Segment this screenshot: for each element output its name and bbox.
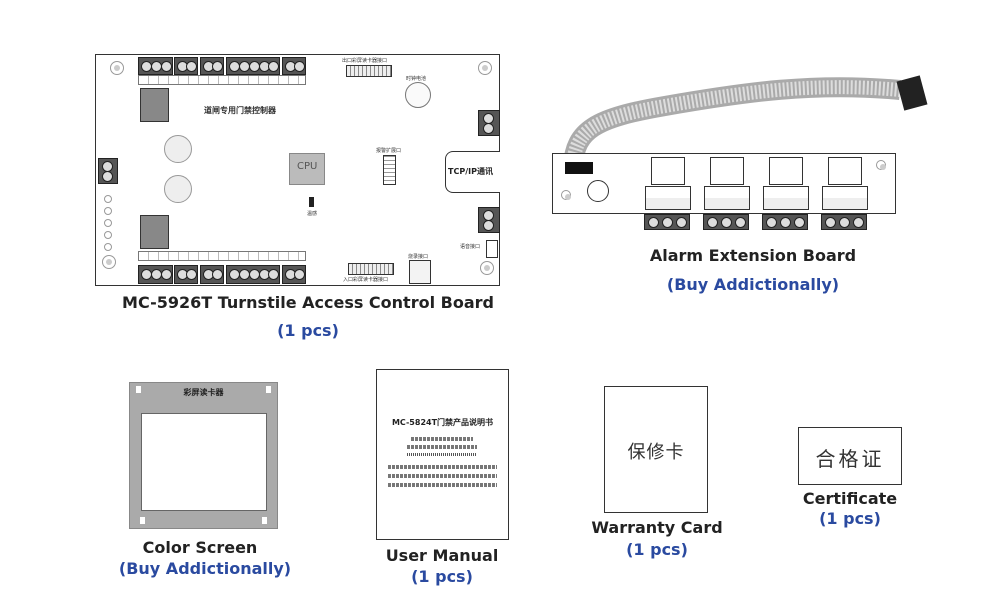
relay-icon	[769, 157, 803, 185]
terminal-block-icon	[821, 214, 867, 230]
terminal-block-icon	[282, 265, 306, 284]
debug-port-icon	[409, 260, 431, 284]
terminal-block-icon	[282, 57, 306, 75]
tcpip-port	[445, 151, 500, 193]
relay-switch-icon	[822, 186, 868, 210]
relay-switch-icon	[763, 186, 809, 210]
warranty-card-caption: Warranty Card	[591, 518, 723, 537]
top-connector-label: 出口彩屏读卡器接口	[342, 58, 388, 64]
text-lines-icon	[388, 474, 497, 478]
bottom-connector-label: 入口彩屏读卡器接口	[343, 277, 389, 283]
color-screen-note: (Buy Addictionally)	[118, 559, 292, 578]
mounting-hole-icon	[110, 61, 124, 75]
voice-port-icon	[486, 240, 498, 258]
board-title: 道闸专用门禁控制器	[204, 106, 276, 115]
bottom-ribbon-connector	[348, 263, 394, 275]
slot-icon	[266, 386, 271, 393]
color-screen-caption: Color Screen	[142, 538, 258, 557]
alarm-extension-board	[552, 153, 896, 214]
alarm-ext-label: 报警扩展口	[376, 148, 402, 154]
main-control-board: 出口彩屏读卡器接口 时钟电池 道闸专用门禁控制器 CPU 报警扩展口 TCP/I…	[95, 54, 500, 286]
text-lines-icon	[388, 465, 497, 469]
terminal-block-icon	[644, 214, 690, 230]
clock-battery-icon	[405, 82, 431, 108]
cpu-label: CPU	[297, 161, 318, 172]
terminal-block-icon	[174, 265, 198, 284]
certificate-card-text: 合格证	[815, 447, 885, 471]
terminal-block-icon	[200, 57, 224, 75]
text-lines-icon	[388, 483, 497, 487]
chip-icon	[140, 88, 169, 122]
slot-icon	[262, 517, 267, 524]
warranty-card: 保修卡	[604, 386, 708, 513]
relay-icon	[710, 157, 744, 185]
color-screen-panel: 彩屏读卡器	[129, 382, 278, 529]
certificate-card: 合格证	[798, 427, 902, 485]
alarm-board-caption: Alarm Extension Board	[649, 246, 857, 265]
clock-battery-label: 时钟电池	[406, 76, 427, 82]
top-ribbon-connector	[346, 65, 392, 77]
user-manual-qty: (1 pcs)	[411, 567, 473, 586]
buzzer-icon	[587, 180, 609, 202]
warranty-card-text: 保修卡	[627, 442, 685, 463]
slot-icon	[140, 517, 145, 524]
terminal-block-icon	[226, 57, 280, 75]
terminal-block-icon	[226, 265, 280, 284]
cpu-chip-icon	[289, 153, 325, 185]
buzzer-icon	[164, 175, 192, 203]
mounting-hole-icon	[102, 255, 116, 269]
chip-icon	[140, 215, 169, 249]
terminal-block-icon	[478, 207, 500, 233]
relay-icon	[828, 157, 862, 185]
voice-port-label: 语音接口	[460, 244, 481, 250]
relay-switch-icon	[704, 186, 750, 210]
buzzer-icon	[164, 135, 192, 163]
terminal-block-icon	[478, 110, 500, 136]
sensor-label: 温感	[307, 211, 318, 217]
screen-window	[141, 413, 267, 511]
sensor-jumper-icon	[309, 197, 314, 207]
terminal-block-icon	[762, 214, 808, 230]
warranty-card-qty: (1 pcs)	[626, 540, 688, 559]
main-board-qty: (1 pcs)	[277, 321, 339, 340]
terminal-block-icon	[98, 158, 118, 184]
terminal-block-icon	[703, 214, 749, 230]
text-lines-icon	[407, 445, 477, 449]
connector-icon	[565, 162, 593, 174]
certificate-qty: (1 pcs)	[819, 509, 881, 528]
user-manual-caption: User Manual	[385, 546, 499, 565]
manual-doc-title: MC-5824T门禁产品说明书	[391, 418, 494, 427]
mounting-hole-icon	[876, 160, 886, 170]
main-board-caption: MC-5926T Turnstile Access Control Board	[122, 293, 494, 312]
relay-switch-icon	[645, 186, 691, 210]
alarm-ext-port-icon	[383, 155, 396, 185]
terminal-block-icon	[174, 57, 198, 75]
debug-port-label: 烧录接口	[408, 254, 429, 260]
tcpip-label: TCP/IP通讯	[448, 167, 493, 176]
text-lines-icon	[407, 453, 477, 456]
pin-label-strip	[138, 251, 306, 261]
terminal-block-icon	[138, 57, 173, 75]
pin-label-strip	[138, 75, 306, 85]
mounting-hole-icon	[478, 61, 492, 75]
mounting-hole-icon	[561, 190, 571, 200]
alarm-board-note: (Buy Addictionally)	[666, 275, 840, 294]
slot-icon	[136, 386, 141, 393]
text-lines-icon	[411, 437, 473, 441]
relay-icon	[651, 157, 685, 185]
terminal-block-icon	[200, 265, 224, 284]
terminal-block-icon	[138, 265, 173, 284]
mounting-hole-icon	[480, 261, 494, 275]
color-screen-label: 彩屏读卡器	[183, 388, 224, 397]
certificate-caption: Certificate	[802, 489, 898, 508]
user-manual-doc: MC-5824T门禁产品说明书	[376, 369, 509, 540]
ribbon-cable-icon	[563, 75, 928, 167]
